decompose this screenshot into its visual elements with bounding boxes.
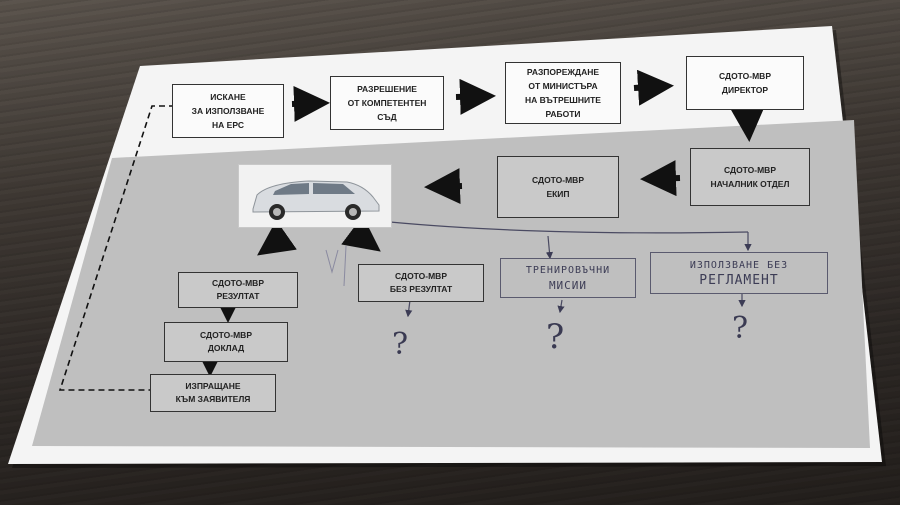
box-line: СДОТО-МВР <box>394 271 447 281</box>
training-missions-box: ТРЕНИРОВЪЧНИ МИСИИ <box>500 258 636 298</box>
arrow-down-icon <box>341 215 381 252</box>
box-line: СДОТО-МВР <box>723 165 776 175</box>
box-line: ОТ МИНИСТЪРА <box>528 81 598 91</box>
request-box: ИСКАНЕ ЗА ИЗПОЛЗВАНЕ НА ЕРС <box>172 84 284 138</box>
handwritten-line: МИСИИ <box>548 279 588 292</box>
question-mark: ? <box>732 311 749 346</box>
arrow-right-icon <box>291 85 330 122</box>
pen-faint-line <box>343 245 347 287</box>
handwritten-line: РЕГЛАМЕНТ <box>699 273 779 288</box>
no-regulation-box: ИЗПОЛЗВАНЕ БЕЗ РЕГЛАМЕНТ <box>650 252 828 294</box>
pen-arrow <box>557 299 565 314</box>
box-line: ЕКИП <box>546 189 570 199</box>
box-line: БЕЗ РЕЗУЛТАТ <box>389 284 453 294</box>
arrow-left-icon <box>640 160 681 197</box>
box-line: НА ВЪТРЕШНИТЕ <box>525 95 601 105</box>
report-box: СДОТО-МВР ДОКЛАД <box>164 322 288 362</box>
handwritten-line: ТРЕНИРОВЪЧНИ <box>525 265 611 276</box>
box-line: РАЗПОРЕЖДАНЕ <box>526 67 600 77</box>
box-line: ДИРЕКТОР <box>721 85 769 95</box>
arrow-right-icon <box>455 78 496 115</box>
box-line: ИЗПРАЩАНЕ <box>185 381 241 391</box>
box-line: РАБОТИ <box>545 109 581 119</box>
no-result-box: СДОТО-МВР БЕЗ РЕЗУЛТАТ <box>358 264 484 302</box>
pen-line <box>389 221 749 234</box>
arrow-right-icon <box>633 69 674 106</box>
minivan-icon <box>252 180 380 220</box>
box-line: КЪМ ЗАЯВИТЕЛЯ <box>175 394 251 404</box>
box-line: СДОТО-МВР <box>718 71 771 81</box>
box-line: ОТ КОМПЕТЕНТЕН <box>347 98 427 108</box>
department-head-box: СДОТО-МВР НАЧАЛНИК ОТДЕЛ <box>690 148 810 206</box>
box-line: СЪД <box>377 112 397 122</box>
director-box: СДОТО-МВР ДИРЕКТОР <box>686 56 804 110</box>
minivan-photo <box>238 164 392 228</box>
pen-arrow <box>545 235 554 260</box>
pen-arrow <box>405 299 413 318</box>
box-line: НАЧАЛНИК ОТДЕЛ <box>710 179 790 189</box>
send-to-requester-box: ИЗПРАЩАНЕ КЪМ ЗАЯВИТЕЛЯ <box>150 374 276 412</box>
result-box: СДОТО-МВР РЕЗУЛТАТ <box>178 272 298 308</box>
question-mark: ? <box>392 327 409 362</box>
box-line: СДОТО-МВР <box>199 330 252 340</box>
court-permission-box: РАЗРЕШЕНИЕ ОТ КОМПЕТЕНТЕН СЪД <box>330 76 444 130</box>
arrow-left-icon <box>424 168 463 205</box>
box-line: ИСКАНЕ <box>210 92 246 102</box>
team-box: СДОТО-МВР ЕКИП <box>497 156 619 218</box>
box-line: РЕЗУЛТАТ <box>216 291 260 301</box>
box-line: СДОТО-МВР <box>531 175 584 185</box>
question-mark: ? <box>546 317 565 357</box>
box-line: СДОТО-МВР <box>211 278 264 288</box>
box-line: НА ЕРС <box>212 120 244 130</box>
handwritten-line: ИЗПОЛЗВАНЕ БЕЗ <box>689 260 789 271</box>
dashed-feedback-line <box>58 105 175 391</box>
arrow-down-icon <box>257 220 297 256</box>
arrow-down-icon <box>729 105 766 142</box>
box-line: РАЗРЕШЕНИЕ <box>357 84 417 94</box>
minister-order-box: РАЗПОРЕЖДАНЕ ОТ МИНИСТЪРА НА ВЪТРЕШНИТЕ … <box>505 62 621 124</box>
pen-faint-arrow <box>325 249 339 274</box>
box-line: ЗА ИЗПОЛЗВАНЕ <box>191 106 265 116</box>
box-line: ДОКЛАД <box>207 343 245 353</box>
